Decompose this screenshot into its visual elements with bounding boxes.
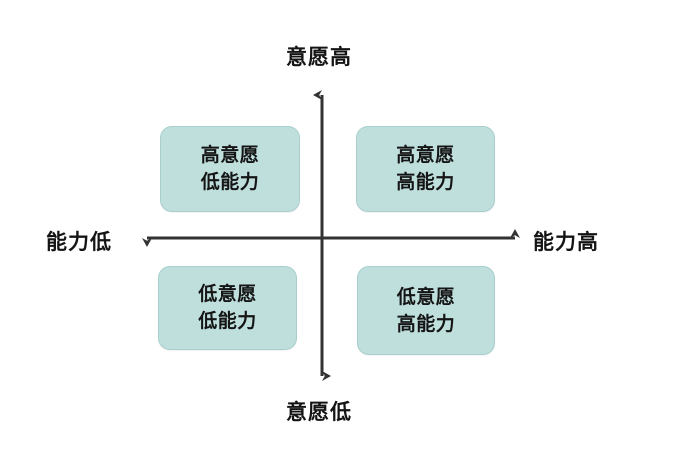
quadrant-low-will-high-ability: 低意愿 高能力 [357, 266, 495, 355]
quadrant-line-1: 高意愿 [396, 144, 455, 167]
axis-label-willingness-low: 意愿低 [286, 400, 352, 424]
quadrant-high-will-high-ability: 高意愿 高能力 [356, 126, 495, 212]
axis-label-ability-high: 能力高 [533, 230, 599, 254]
quadrant-line-2: 高能力 [396, 312, 456, 335]
quadrant-high-will-low-ability: 高意愿 低能力 [160, 126, 300, 212]
quadrant-line-2: 高能力 [396, 171, 455, 193]
quadrant-line-1: 高意愿 [200, 144, 260, 167]
axis-label-willingness-high: 意愿高 [286, 45, 352, 69]
quadrant-line-2: 低能力 [200, 171, 260, 193]
quadrant-low-will-low-ability: 低意愿 低能力 [158, 266, 297, 350]
axis-label-ability-low: 能力低 [46, 230, 112, 254]
quadrant-line-1: 低意愿 [396, 285, 456, 308]
quadrant-line-1: 低意愿 [198, 283, 257, 306]
quadrant-line-2: 低能力 [198, 310, 257, 332]
